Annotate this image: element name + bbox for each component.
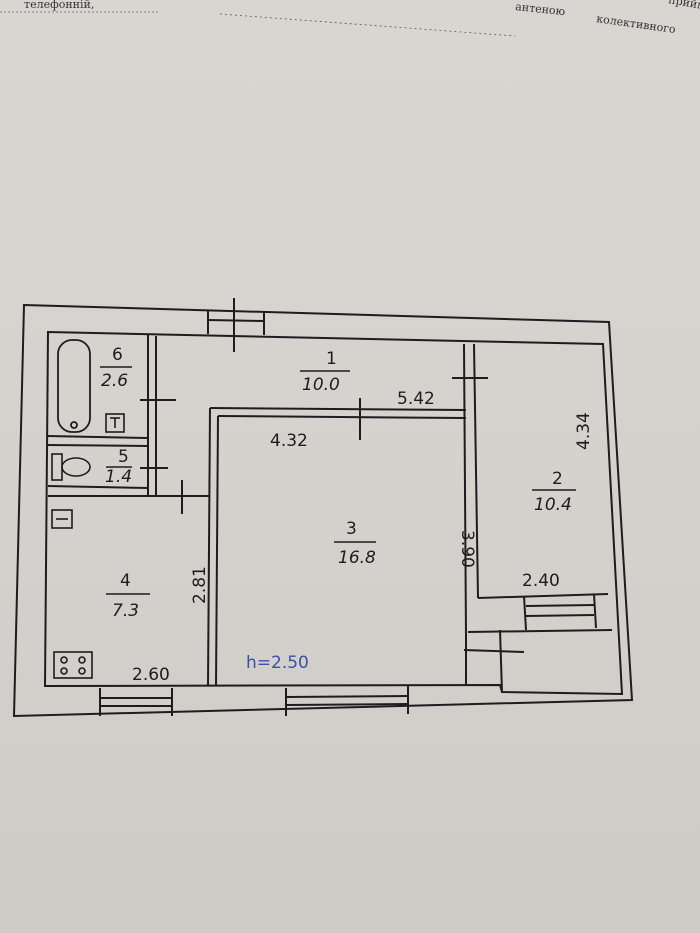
room2-walls (452, 343, 613, 693)
room-3-number: 3 (346, 519, 357, 539)
wall-room3-left-2 (215, 415, 219, 687)
dim-room2-width: 2.40 (522, 571, 560, 591)
dim-room2-length: 4.34 (574, 412, 594, 450)
wall-room3-top-2 (217, 415, 467, 419)
wall-room3-left (207, 407, 211, 687)
room-1-area: 10.0 (302, 375, 340, 395)
wall-room2-bottom (477, 593, 609, 599)
room-6-number: 6 (112, 345, 123, 365)
room-4-number: 4 (120, 571, 131, 591)
room-2-number: 2 (552, 469, 563, 489)
room-6-area: 2.6 (101, 371, 128, 391)
wall-room2-left (463, 343, 467, 637)
top-window (207, 298, 265, 352)
outer-wall-outline (12, 303, 634, 718)
bottom-windows (99, 686, 409, 716)
bathroom-block (47, 334, 210, 497)
corridor-walls (181, 398, 467, 687)
wall-room2-bottom-2 (467, 629, 613, 633)
wall-bath-toilet-2 (47, 444, 149, 447)
bathtub-icon (57, 339, 91, 433)
room-3-area: 16.8 (338, 548, 376, 568)
wall-toilet-bottom (47, 485, 149, 489)
stove-icon (53, 651, 93, 679)
room2-window (523, 593, 597, 631)
header-corner-word: прийм (667, 0, 700, 13)
header-word-collective: колективного (596, 12, 677, 36)
wall-bath-toilet (47, 435, 149, 439)
dim-kitchen-depth: 2.81 (190, 566, 210, 604)
room-4-area: 7.3 (112, 601, 139, 621)
room-5-number: 5 (118, 447, 129, 467)
sink-icon (105, 413, 125, 433)
room-2-area: 10.4 (534, 495, 572, 515)
dim-corridor-length: 5.42 (397, 389, 435, 409)
wall-entrance (499, 629, 503, 693)
ceiling-height-label: h=2.50 (246, 653, 309, 673)
printed-header: телефоннiй, антеною колективного прийм (0, 0, 700, 37)
header-word-antenna: антеною (515, 0, 567, 18)
wall-room2-left-2 (473, 343, 479, 599)
door-mark-entrance (463, 649, 525, 653)
dim-room3-width: 4.32 (270, 431, 308, 451)
header-left-text: телефоннiй, (24, 0, 94, 11)
dim-kitchen-width: 2.60 (132, 665, 170, 685)
wall-room3-top (209, 407, 467, 411)
room-1-number: 1 (326, 349, 337, 369)
dim-room3-depth: 3.90 (457, 530, 477, 568)
kitchen-sink-icon (51, 509, 73, 529)
room-5-area: 1.4 (105, 467, 132, 487)
toilet-icon (51, 453, 91, 481)
dimension-labels: 5.42 4.32 3.90 4.34 2.40 2.81 2.60 h=2.5… (132, 389, 594, 685)
room-labels: 6 2.6 5 1.4 1 10.0 3 16.8 2 10.4 4 7.3 (100, 345, 576, 621)
